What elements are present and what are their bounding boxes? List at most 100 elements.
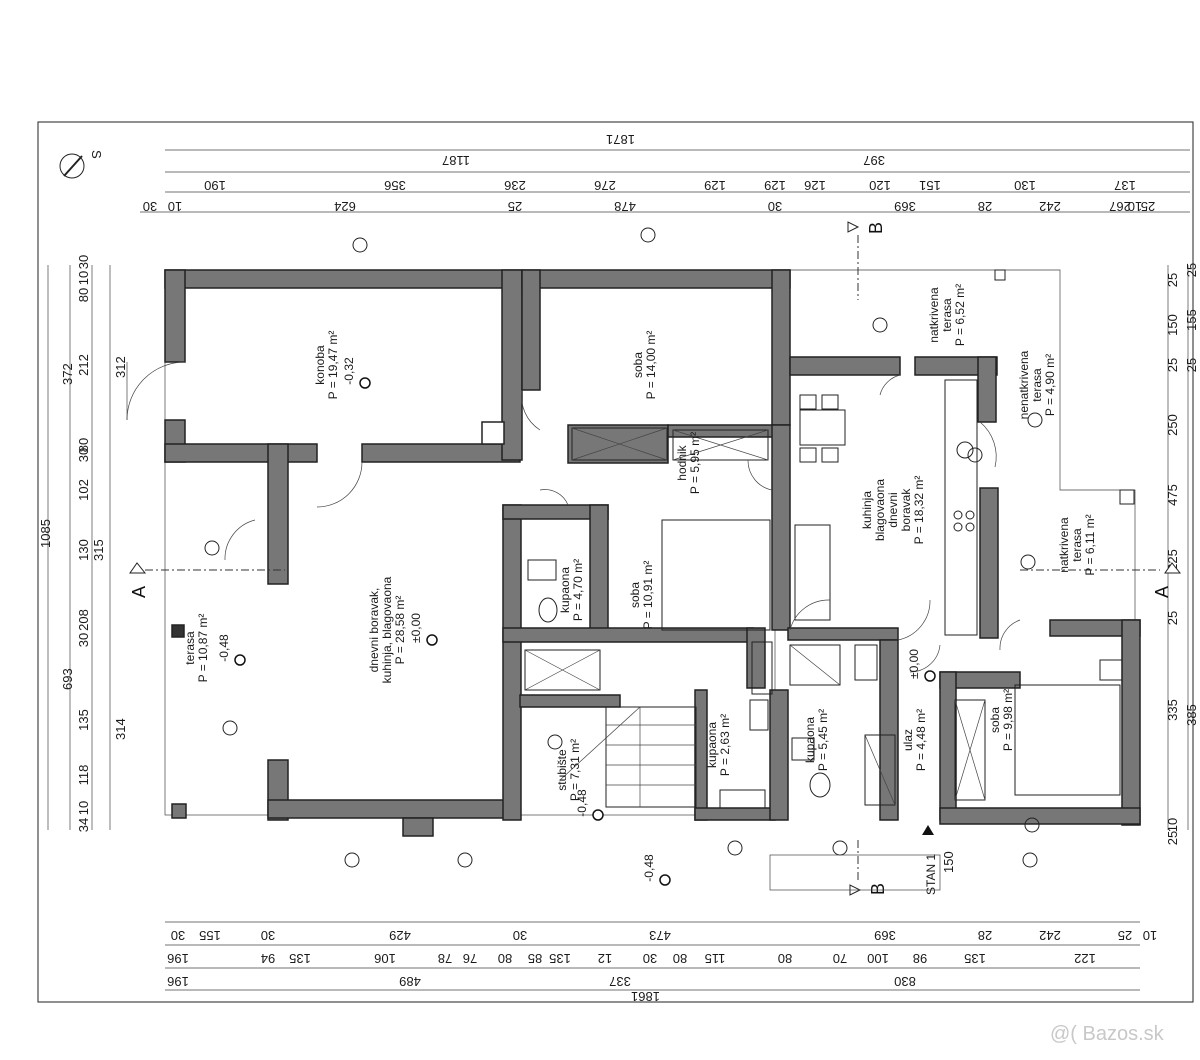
dim-left-total: 1085 [38,519,53,548]
dim-bottom-r2-0: 196 [167,974,189,989]
level-value-5: -0,48 [642,854,656,882]
window-ref-icon [204,540,220,556]
dim-bottom-r3-8: 135 [549,951,571,966]
room-area-0: P = 19,47 m² [326,331,340,400]
kitchen-counter [944,379,978,636]
dim-top-r3-9: 130 [1014,178,1036,193]
level-marker-icon [426,634,438,646]
dim-bottom-r2-2: 337 [609,974,631,989]
window-ref-icon [547,734,563,750]
level-marker-icon [234,654,246,666]
dim-left-r3-12: 10 [76,801,91,815]
dim-left-r2-1: 315 [91,539,106,561]
window-ref-icon [872,317,888,333]
level-markers: -0,32±0,00-0,48-0,48±0,00-0,48 [217,357,936,886]
dim-left-r3-4: 130 [76,539,91,561]
room-name-8-0: kupaona [558,567,572,613]
dim-top-r4-6: 369 [894,199,916,214]
washbasin [527,559,557,581]
compass: S [59,150,104,179]
shower [524,649,601,691]
dim-top-r3-5: 129 [764,178,786,193]
dim-top-r3-10: 137 [1114,178,1136,193]
section-mark-b-bottom: B [868,883,888,895]
room-name-5-2: dnevni [886,492,900,527]
stan-label: STAN 1 [924,854,938,895]
room-name-1-0: soba [631,352,645,378]
staircase [559,706,697,808]
room-name-9-0: soba [628,582,642,608]
level-value-1: ±0,00 [409,613,423,643]
sheet-frame [37,121,1194,1003]
dim-right-r1-0: 25 [1165,273,1180,287]
dim-bottom-r3-17: 135 [964,951,986,966]
room-area-13: P = 5,45 m² [816,709,830,771]
room-area-12: P = 2,63 m² [718,714,732,776]
dim-right-r1-4: 475 [1165,484,1180,506]
dim-left-r3-3: 102 [76,479,91,501]
window-symbols [204,227,1043,868]
dim-top-r2-1: 397 [863,153,885,168]
dim-top-r3-1: 356 [384,178,406,193]
room-name-15-0: soba [988,707,1002,733]
window-ref-icon [1022,852,1038,868]
room-name-6-0: natkrivena [1057,517,1071,573]
dim-top-r4-8: 242 [1039,199,1061,214]
dim-right-r1-8: 10 [1165,818,1180,832]
dim-bottom-r4-5: 473 [649,928,671,943]
dim-left-r3-1: 212 [76,354,91,376]
dim-bottom-r4-0: 30 [171,928,185,943]
dim-right-r1-5: 225 [1165,549,1180,571]
room-area-11: P = 7,31 m² [568,739,582,801]
room-name-7-1: kuhinja, blagovaona [380,576,394,683]
room-name-6-1: terasa [1070,528,1084,562]
dim-top-r4-5: 30 [768,199,782,214]
dim-bottom-r3-4: 78 [438,951,452,966]
dim-bottom-r3-18: 122 [1074,951,1096,966]
dining-table [799,409,846,446]
dim-right-r1-7: 335 [1165,699,1180,721]
dim-left-r2-0: 372 [60,363,75,385]
room-name-10-0: terasa [183,631,197,665]
dim-bottom-total: 1861 [631,989,660,1004]
dim-bottom-r4-9: 10 [1143,928,1157,943]
dim-bottom-r3-2: 135 [289,951,311,966]
window-ref-icon [344,852,360,868]
dim-bottom-r4-8: 242 [1039,928,1061,943]
dim-right-r1-9: 25 [1165,831,1180,845]
window-ref-icon [832,840,848,856]
dim-right-r2-2: 25 [1184,358,1199,372]
side-note: 150 [941,851,956,873]
level-marker-icon [924,670,936,682]
section-mark-a-left: A [129,586,149,598]
dim-right-r2-3: 385 [1184,704,1199,726]
level-value-2: -0,48 [217,634,231,662]
dim-bottom-r3-0: 196 [167,951,189,966]
entrance-marker: STAN 1 150 [769,825,956,895]
dim-left-r3-2: 80 [76,438,91,452]
window-ref-icon [1027,412,1043,428]
room-area-7: P = 28,58 m² [393,596,407,665]
dim-bottom-r3-6: 80 [498,951,512,966]
bed-soba-lower-right [1014,684,1121,796]
room-name-3-0: nenatkrivena [1017,350,1031,419]
dim-bottom-r4-1: 155 [199,928,221,943]
compass-label: S [89,150,104,159]
sofa [794,524,831,621]
bed-soba-middle [661,519,771,631]
dim-left-r3-13: 34 [76,818,91,832]
window-ref-icon [222,720,238,736]
dim-left-r3-5: 208 [76,609,91,631]
dim-top-total: 1871 [606,132,635,147]
dim-top-r4-9: 267 [1109,199,1131,214]
room-area-3: P = 4,90 m² [1043,354,1057,416]
window-ref-icon [967,447,983,463]
dim-top-r4-4: 478 [614,199,636,214]
room-name-3-1: terasa [1030,368,1044,402]
dim-right-r1-2: 25 [1165,358,1180,372]
room-area-4: P = 5,95 m² [688,432,702,494]
window-ref-icon [1020,554,1036,570]
